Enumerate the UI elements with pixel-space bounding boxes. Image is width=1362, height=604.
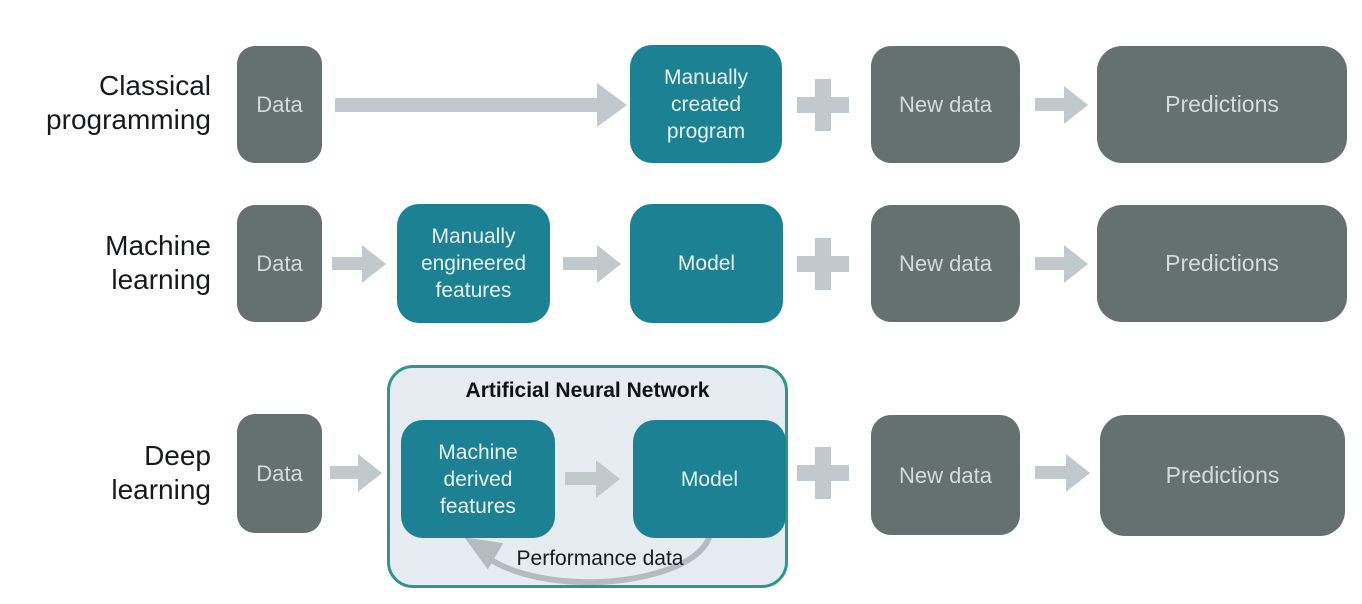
arrow-shaft (563, 257, 598, 270)
arrow-shaft (565, 472, 597, 485)
node-manually-created-program: Manually created program (630, 45, 782, 163)
node-machine-derived-features: Machine derived features (401, 420, 555, 538)
arrow-data-to-program (335, 83, 627, 127)
arrow-head-icon (1064, 245, 1088, 283)
arrow-shaft (1035, 257, 1065, 270)
performance-data-label: Performance data (516, 547, 684, 570)
artificial-neural-network-container: Artificial Neural Network Machine derive… (387, 365, 788, 588)
node-data-dl: Data (237, 414, 322, 533)
arrow-head-icon (596, 460, 620, 498)
row-label-machine-learning: Machine learning (105, 230, 211, 295)
arrow-shaft (1035, 466, 1067, 479)
arrow-head-icon (597, 83, 627, 127)
arrow-newdata-to-predictions-ml (1035, 245, 1088, 283)
node-model-ml: Model (630, 204, 783, 323)
node-predictions-ml: Predictions (1097, 205, 1347, 322)
arrow-shaft (335, 98, 597, 112)
node-data-classical: Data (237, 46, 322, 163)
arrow-features-to-model-dl (565, 460, 620, 498)
row-label-classical-programming: Classical programming (46, 70, 211, 135)
arrow-head-icon (1064, 86, 1088, 124)
node-new-data-dl: New data (871, 415, 1020, 535)
row-label-deep-learning: Deep learning (111, 440, 211, 505)
node-manually-engineered-features: Manually engineered features (397, 204, 550, 323)
arrow-features-to-model-ml (563, 245, 621, 283)
node-data-ml: Data (237, 205, 322, 322)
node-predictions-classical: Predictions (1097, 46, 1347, 163)
plus-icon-classical (797, 79, 849, 131)
arrow-head-icon (1066, 454, 1090, 492)
arrow-head-icon (362, 245, 386, 283)
arrow-data-to-ann (330, 454, 382, 492)
arrow-shaft (330, 466, 359, 479)
plus-icon-dl (797, 447, 849, 499)
arrow-head-icon (358, 454, 382, 492)
arrow-shaft (332, 257, 363, 270)
node-new-data-ml: New data (871, 205, 1020, 322)
node-model-dl: Model (633, 420, 786, 538)
arrow-shaft (1035, 98, 1065, 111)
plus-icon-ml (797, 238, 849, 290)
arrow-newdata-to-predictions-classical (1035, 86, 1088, 124)
arrow-data-to-features-ml (332, 245, 386, 283)
performance-feedback-arrow (464, 520, 714, 585)
node-predictions-dl: Predictions (1100, 415, 1345, 536)
arrow-newdata-to-predictions-dl (1035, 454, 1090, 492)
ann-title: Artificial Neural Network (465, 379, 710, 402)
node-new-data-classical: New data (871, 46, 1020, 163)
arrow-head-icon (597, 245, 621, 283)
